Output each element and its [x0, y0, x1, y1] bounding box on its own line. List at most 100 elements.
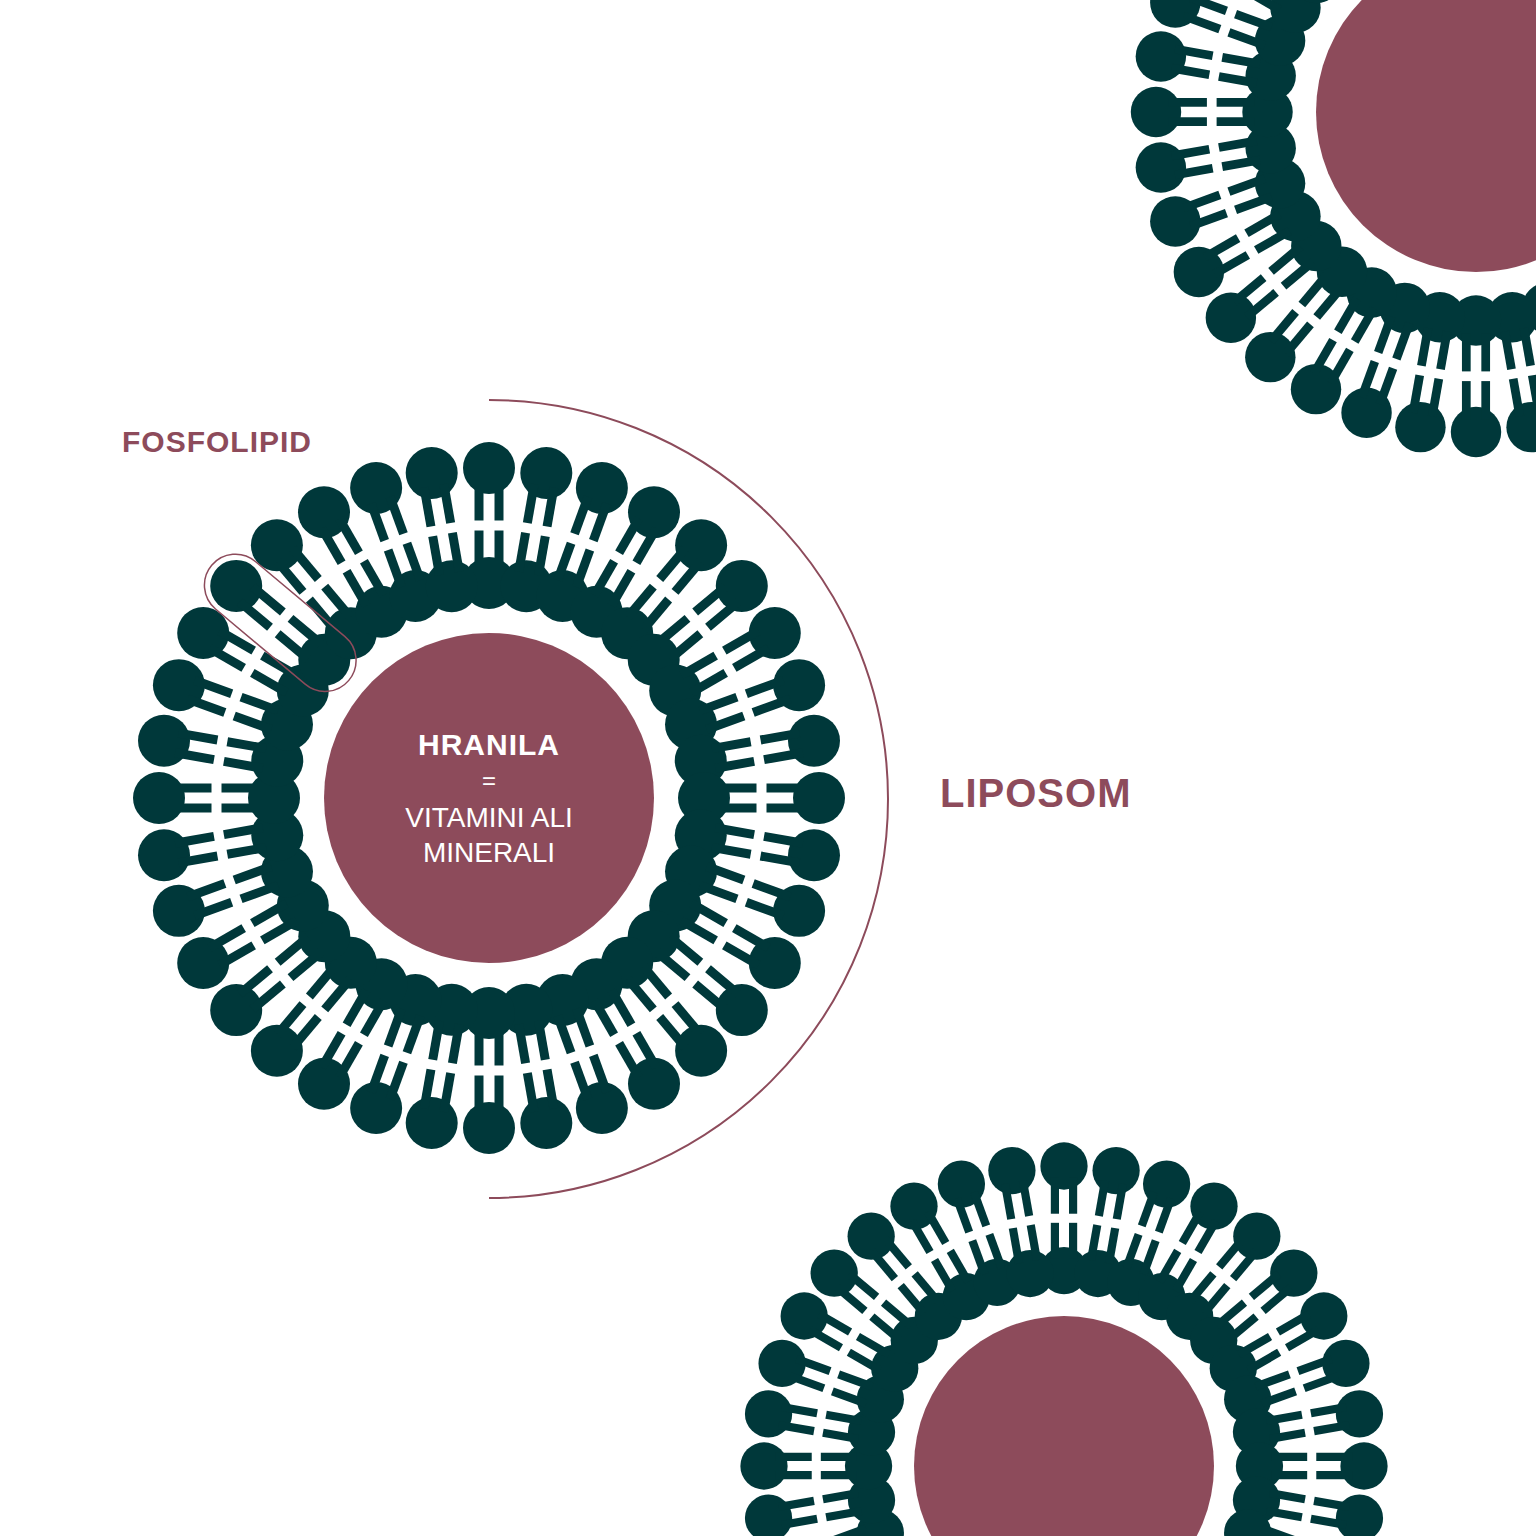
lipid-tail [708, 969, 738, 994]
lipid-tail [1263, 1288, 1291, 1311]
lipid-tail [1432, 379, 1439, 417]
lipid-tail [364, 561, 384, 595]
lipid-tail [278, 634, 308, 659]
lipid-tail [849, 1352, 880, 1370]
lipid-tail [1233, 1251, 1256, 1279]
liposome [740, 1142, 1387, 1536]
lipid-tail [657, 618, 687, 643]
lipid-tail [291, 952, 321, 977]
lipid-tail [519, 1024, 526, 1063]
lipid-tail [1413, 375, 1420, 413]
lipid-tail [293, 1017, 318, 1047]
lipid-tail [1126, 1234, 1138, 1268]
lipid-tail [681, 656, 715, 676]
lipid-tail [1513, 379, 1520, 417]
lipid-tail [915, 1274, 938, 1302]
phospholipid-highlight [192, 542, 369, 705]
lipid-head [520, 1097, 572, 1149]
lipid-tail [612, 571, 632, 605]
lipid-tail [691, 903, 725, 923]
lipid-tail [222, 784, 262, 793]
lipid-tail [495, 481, 504, 521]
lipid-tail [776, 1471, 812, 1479]
lipid-tail [619, 518, 639, 552]
lipid-tail [1271, 312, 1296, 341]
lipid-tail [715, 761, 754, 768]
lipid-tail [433, 1021, 440, 1060]
lipid-tail [767, 784, 807, 793]
lipid-tail [1159, 1198, 1171, 1232]
lipid-tail [1142, 1192, 1154, 1226]
lipid-tail [724, 631, 758, 651]
lipid-tail [240, 969, 270, 994]
lipid-tail [538, 1021, 545, 1060]
lipid-tail [241, 885, 278, 899]
liposome [133, 442, 845, 1154]
lipid-tail [1229, 1317, 1257, 1340]
lipid-tail [475, 1026, 484, 1066]
lipid-tail [1462, 381, 1471, 419]
lipid-tail [1219, 1239, 1242, 1267]
phospholipid [890, 1183, 990, 1321]
lipid-tail [371, 504, 385, 541]
lipid-tail [695, 984, 725, 1009]
lipid-head [133, 772, 185, 824]
lipid-tail [1316, 1471, 1352, 1479]
lipid-tail [707, 867, 744, 881]
lipid-tail [776, 1453, 812, 1461]
lipid-tail [1298, 1359, 1332, 1371]
lipid-tail [262, 921, 296, 941]
lipid-tail [819, 1314, 850, 1332]
lipid-tail [519, 533, 526, 572]
lipid-head [740, 1442, 787, 1489]
lipid-tail [390, 1062, 404, 1099]
lipid-tail [1222, 57, 1260, 64]
lipid-tail [1247, 292, 1276, 317]
lipid-tail [172, 784, 212, 793]
lipid-tail [547, 1070, 554, 1109]
lipid-tail [1190, 213, 1226, 226]
lipid-tail [278, 937, 308, 962]
lipid-tail [707, 716, 744, 730]
lipid-tail [636, 1033, 656, 1067]
lipid-tail [1184, 16, 1220, 29]
lipid-tail [1481, 381, 1490, 419]
lipid-head [788, 829, 840, 881]
lipid-tail [364, 1000, 384, 1034]
lipid-tail [219, 631, 253, 651]
lipid-tail [1176, 1260, 1194, 1291]
lipid-tail [278, 1004, 303, 1034]
lipid-tail [746, 902, 783, 916]
lipid-tail [1284, 262, 1313, 287]
lipid-tail [1262, 1391, 1296, 1403]
liposome [1131, 0, 1536, 457]
lipid-tail [1304, 1376, 1338, 1388]
lipid-tail [475, 531, 484, 571]
lipid-tail [1270, 1433, 1305, 1439]
phospholipid [1166, 1213, 1280, 1340]
lipid-tail [593, 1055, 607, 1092]
lipid-tail [339, 1043, 359, 1077]
lipid-tail [1205, 238, 1238, 257]
lipid-tail [1271, 247, 1300, 272]
lipid-tail [1380, 368, 1393, 404]
lipid-tail [826, 1511, 861, 1517]
phospholipid [1224, 1509, 1370, 1536]
lipid-tail [322, 528, 342, 562]
lipid-tail [782, 1407, 817, 1413]
lipid-tail [700, 697, 737, 711]
lipid-head [520, 447, 572, 499]
phospholipid [1210, 1292, 1348, 1392]
lipid-tail [1217, 117, 1255, 126]
lipid-tail [715, 828, 754, 835]
lipid-tail [858, 1337, 889, 1355]
lipid-tail [195, 680, 232, 694]
phospholipid [251, 519, 377, 659]
lipid-tail [224, 828, 263, 835]
lipid-tail [1198, 1221, 1216, 1252]
lipid-tail [643, 600, 668, 630]
lipid-tail [347, 990, 367, 1024]
lipid-tail [1005, 1184, 1011, 1219]
lipid-tail [681, 921, 715, 941]
